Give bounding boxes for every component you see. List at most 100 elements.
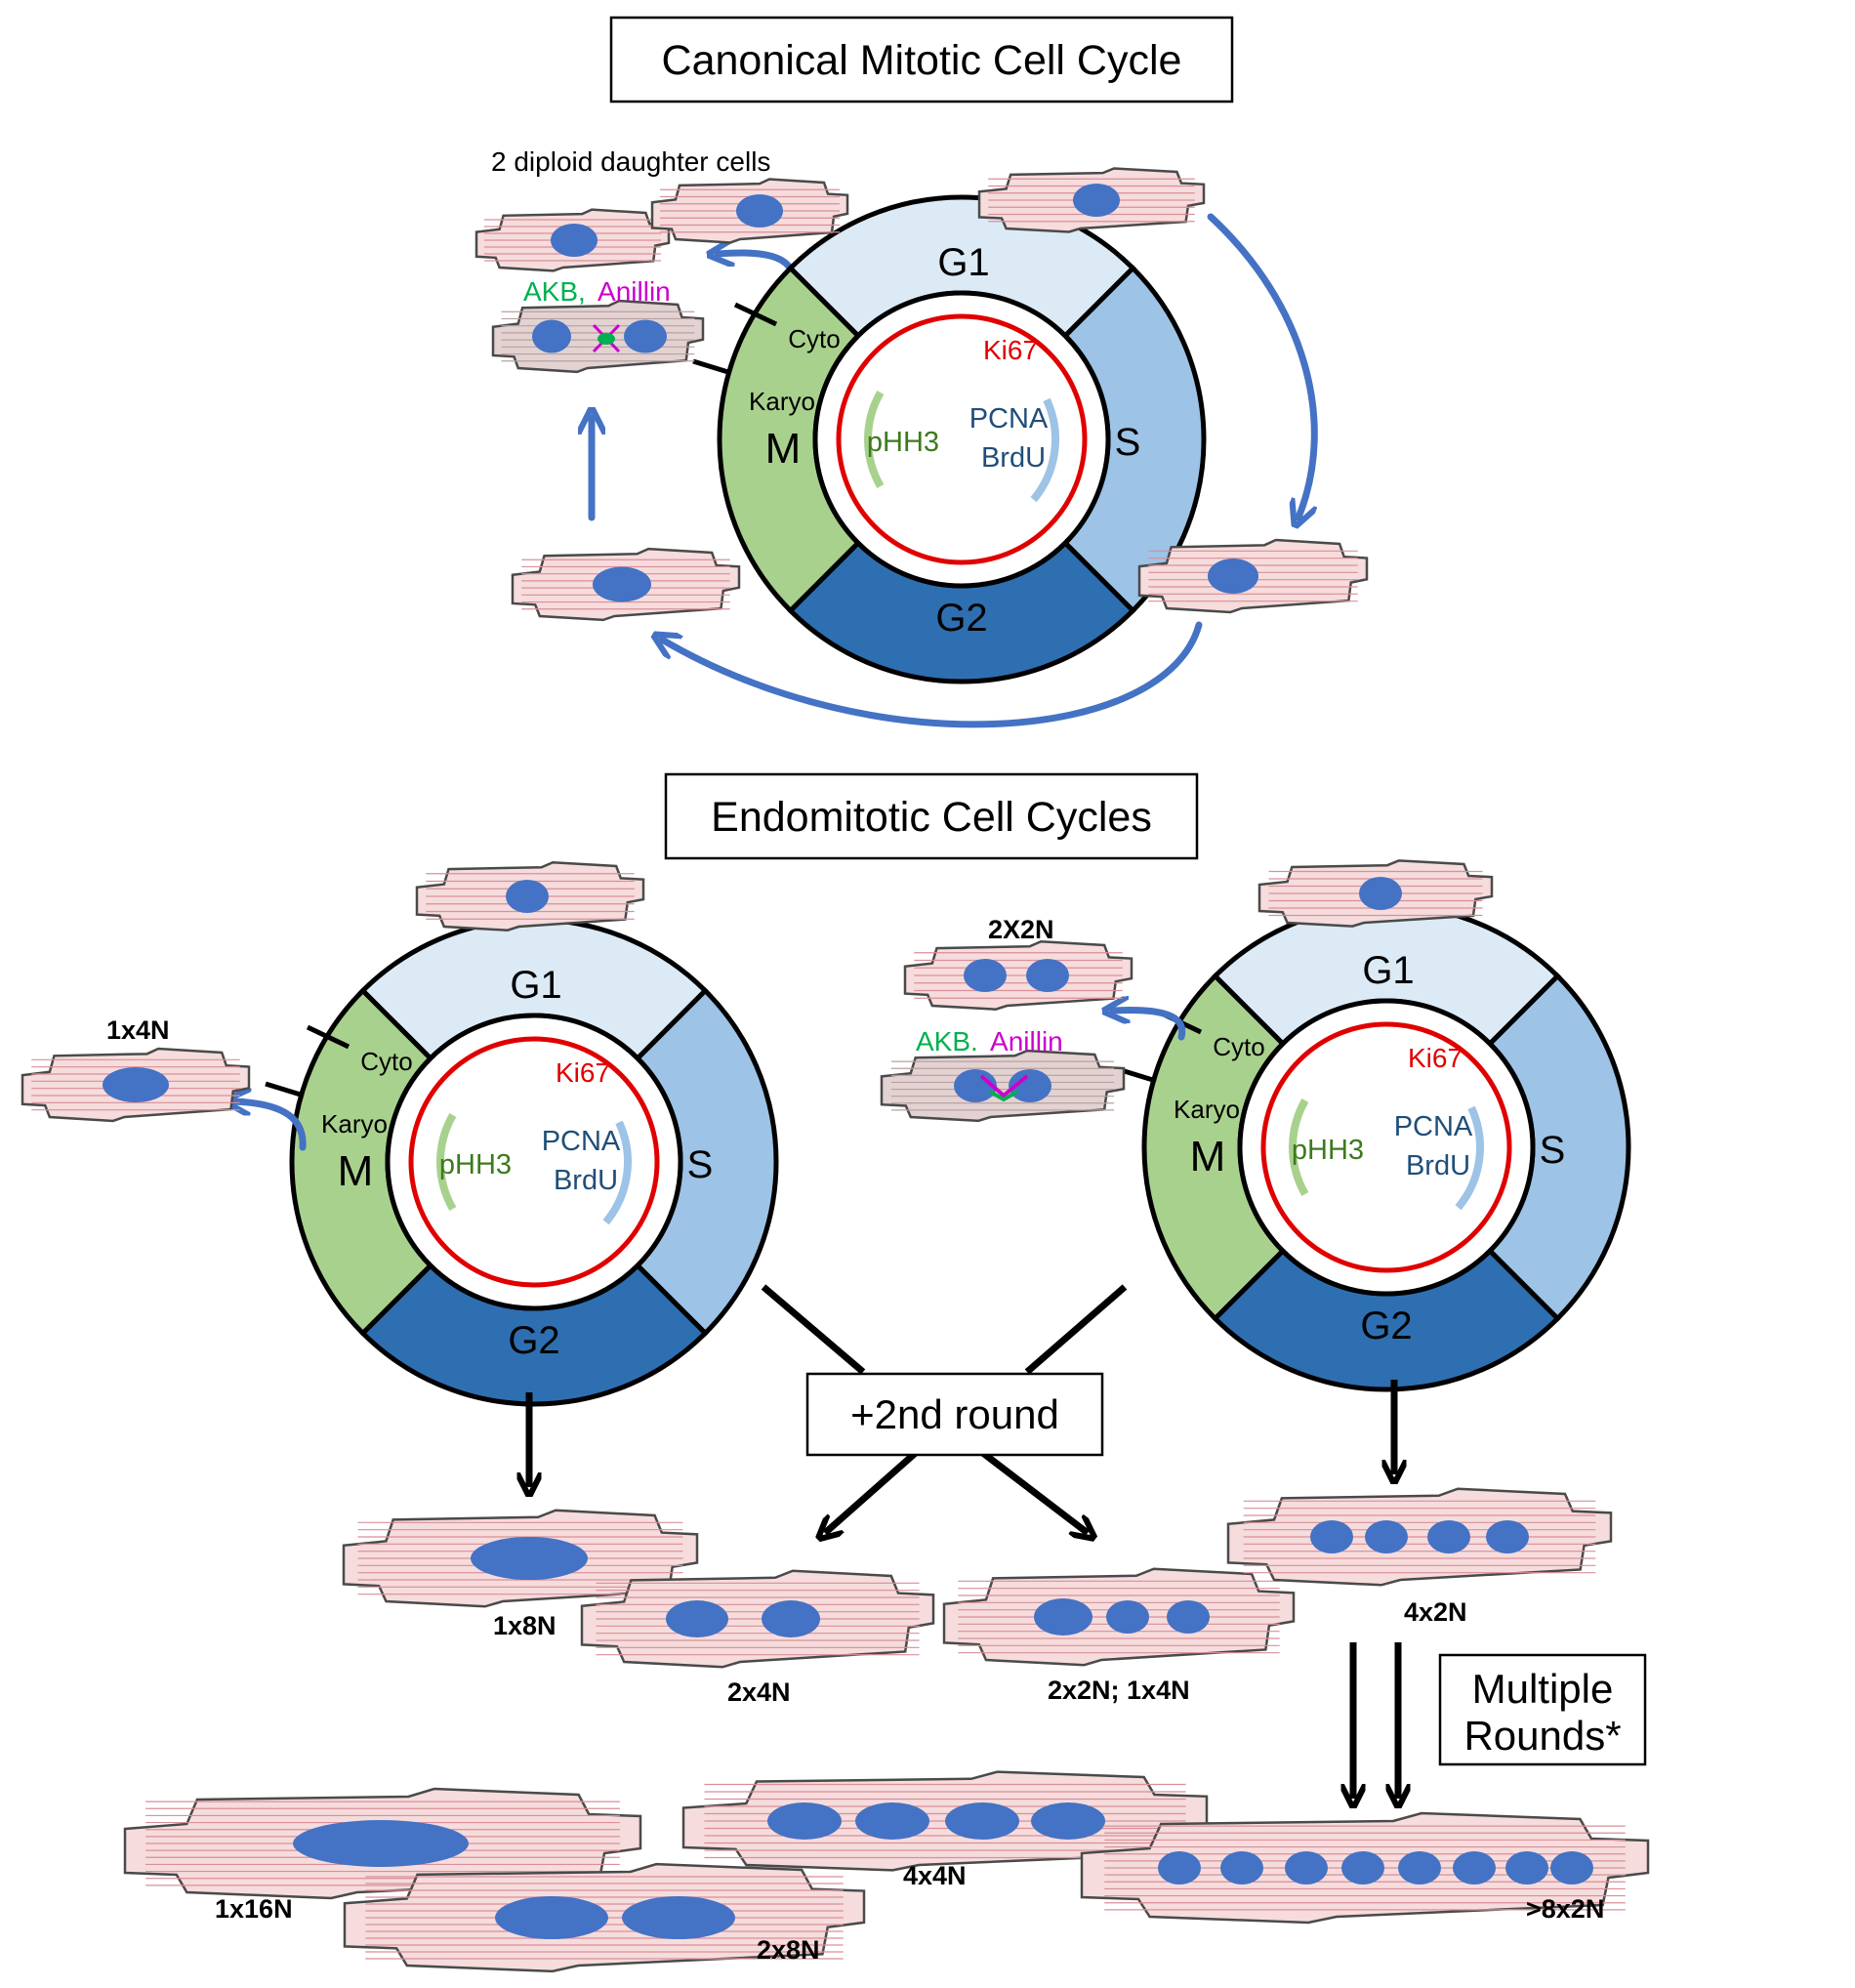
label-1x8N: 1x8N (493, 1611, 556, 1640)
label-m: M (1190, 1133, 1226, 1180)
label-2X2N: 2X2N (988, 915, 1054, 944)
label-4x2N: 4x2N (1404, 1597, 1467, 1627)
phh3-arc (1289, 1098, 1309, 1196)
multiple-rounds-line2: Rounds* (1463, 1713, 1621, 1759)
title-endomitotic: Endomitotic Cell Cycles (711, 794, 1152, 841)
second-round-box: +2nd round (805, 1372, 1104, 1457)
title-mitotic: Canonical Mitotic Cell Cycle (662, 37, 1182, 84)
arrow-g2-to-m (662, 621, 1203, 728)
label-m: M (765, 425, 802, 473)
multiple-rounds-line1: Multiple (1472, 1666, 1614, 1712)
akb-label-top: AKB, (523, 276, 586, 307)
label-karyo: Karyo (1174, 1095, 1240, 1124)
cell-gt8x2N (1080, 1811, 1650, 1925)
label-daughters: 2 diploid daughter cells (491, 146, 770, 177)
nucleus (1073, 184, 1120, 217)
pcna-arc (1455, 1105, 1484, 1211)
nucleus (964, 959, 1007, 992)
label-cyto: Cyto (1213, 1032, 1264, 1061)
nucleus (1453, 1851, 1496, 1884)
nucleus (1208, 559, 1258, 594)
nucleus (1285, 1851, 1328, 1884)
label-ki67: Ki67 (983, 335, 1038, 365)
label-g2: G2 (935, 597, 987, 640)
karyo-tick (265, 1081, 305, 1098)
karyo-tick (692, 358, 732, 376)
title-endomitotic-box: Endomitotic Cell Cycles (664, 772, 1199, 860)
nucleus (1026, 959, 1069, 992)
nucleus (1158, 1851, 1201, 1884)
nucleus (666, 1600, 728, 1637)
title-mitotic-box: Canonical Mitotic Cell Cycle (609, 16, 1234, 104)
phh3-arc (864, 391, 885, 488)
nucleus (506, 880, 549, 913)
nucleus (1031, 1802, 1105, 1840)
wheel-center (1237, 998, 1536, 1297)
label-cyto: Cyto (788, 324, 840, 353)
cross-arrow-a1 (761, 1284, 866, 1375)
nucleus (1034, 1598, 1092, 1636)
label-pcna: PCNA (1394, 1111, 1473, 1142)
cell-g1-right (1257, 859, 1494, 928)
nucleus (1427, 1520, 1470, 1553)
label-2x8N: 2x8N (757, 1935, 820, 1965)
cell-1x4N (21, 1047, 251, 1123)
cytokinesis-marker-right: AKB. Anillin (916, 1026, 1063, 1102)
cell-4x4N (681, 1770, 1209, 1872)
label-4x4N: 4x4N (903, 1861, 967, 1890)
label-phh3: pHH3 (867, 427, 939, 458)
label-gt8x2N: >8x2N (1526, 1894, 1604, 1924)
ki67-ring (1260, 1021, 1512, 1273)
label-s: S (1115, 421, 1141, 464)
akb-label-right: AKB. (916, 1026, 978, 1056)
cell-g1-left (415, 861, 645, 932)
ki67-ring (408, 1036, 660, 1288)
label-cyto: Cyto (360, 1047, 412, 1076)
black-arrows (529, 1284, 1398, 1799)
cross-arrow-b1 (1024, 1284, 1128, 1375)
svg-text:AKB, Anillin: AKB, Anillin (523, 276, 671, 307)
nucleus (1310, 1520, 1353, 1553)
label-brdu: BrdU (981, 442, 1046, 474)
label-2x2N-1x4N: 2x2N; 1x4N (1048, 1676, 1190, 1705)
cytokinesis-marker-top: AKB, Anillin (523, 276, 671, 353)
cell-1x16N (123, 1787, 642, 1900)
label-karyo: Karyo (749, 387, 815, 416)
nucleus (736, 194, 783, 228)
label-g1: G1 (937, 241, 989, 284)
cell-m-top (511, 547, 741, 622)
nucleus (624, 319, 667, 353)
anillin-label-top: Anillin (598, 276, 671, 307)
nucleus (1398, 1851, 1441, 1884)
nucleus (622, 1896, 735, 1939)
wheel-center (385, 1013, 683, 1311)
cell-cytokinesis-failed (880, 1049, 1126, 1123)
nucleus (1341, 1851, 1384, 1884)
nucleus (495, 1896, 608, 1939)
pcna-arc (602, 1120, 632, 1225)
cell-labels: 2 diploid daughter cells 1x4N 2X2N 1x8N … (106, 146, 1604, 1965)
endomitotic-exit-arrows (234, 1010, 1186, 1151)
second-round-label: +2nd round (850, 1391, 1059, 1437)
cross-arrow-a2 (977, 1448, 1088, 1533)
nucleus (551, 224, 598, 257)
cyto-tick (733, 302, 778, 327)
cell-4x2N (1226, 1487, 1613, 1587)
nucleus (1486, 1520, 1529, 1553)
cell-g2-top (1137, 538, 1369, 614)
cell-dividing (491, 299, 705, 374)
nucleus (1167, 1600, 1210, 1634)
nucleus (767, 1802, 842, 1840)
label-brdu: BrdU (554, 1165, 618, 1196)
phh3-arc (436, 1113, 457, 1211)
nucleus (1359, 877, 1402, 910)
multiple-rounds-box: Multiple Rounds* (1438, 1653, 1647, 1766)
nucleus (1220, 1851, 1263, 1884)
nucleus (293, 1820, 469, 1867)
wheel-center (812, 290, 1111, 589)
nucleus (1550, 1851, 1593, 1884)
arrow-exit-1x4N (234, 1101, 307, 1151)
label-g2: G2 (508, 1319, 559, 1362)
